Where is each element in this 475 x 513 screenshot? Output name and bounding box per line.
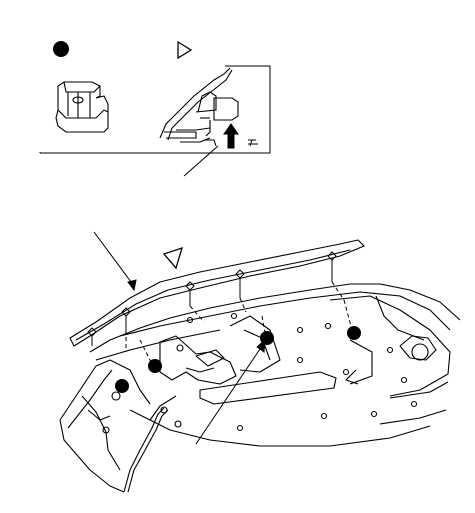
clip-location-dot (115, 379, 129, 393)
clip-hidden-lines (125, 281, 353, 365)
clip-studs (87, 251, 337, 346)
molding-strip (69, 239, 365, 347)
detail-inset (39, 65, 271, 177)
clip-nut-part (55, 81, 109, 133)
molding-triangle-marker (162, 246, 183, 270)
clip-dot-icon (53, 41, 69, 57)
trunk-lid-drawing (59, 239, 461, 493)
clip-location-dot (347, 326, 361, 340)
clip-section-drawing (159, 67, 239, 147)
lid-edge (89, 283, 461, 353)
leader-arrows (93, 231, 266, 445)
tool-mark (248, 139, 258, 147)
inset-leader-line (183, 145, 219, 177)
triangle-marker-icon (177, 40, 193, 60)
push-arrow-icon (223, 123, 239, 149)
clip-location-dot (148, 359, 162, 373)
